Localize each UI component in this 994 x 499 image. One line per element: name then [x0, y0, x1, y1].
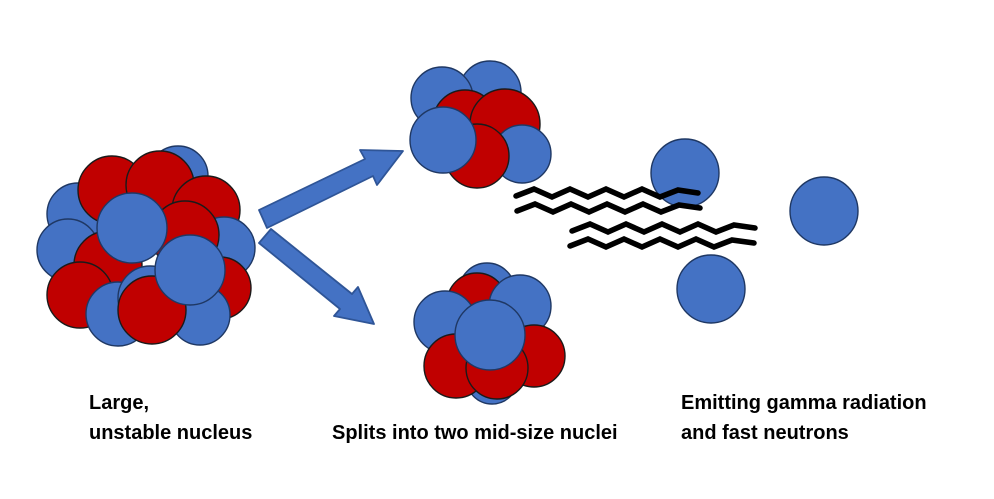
fission-arrow-up: [258, 149, 404, 229]
gamma-ray-waves: [513, 185, 758, 251]
neutron-circle: [154, 234, 226, 306]
fast-neutrons: [650, 138, 859, 324]
fission-arrow-down: [258, 228, 375, 325]
gamma-ray-wave: [514, 200, 703, 216]
label-emitting-gamma-neutrons: Emitting gamma radiation and fast neutro…: [681, 392, 927, 444]
fast-neutron-circle: [789, 176, 859, 246]
neutron-circle: [454, 299, 526, 371]
label-large-unstable-nucleus: Large, unstable nucleus: [89, 392, 253, 444]
gamma-ray-wave: [567, 235, 757, 251]
mid-size-nucleus-top: [409, 60, 552, 189]
gamma-ray-wave: [513, 185, 701, 201]
mid-size-nucleus-bottom: [413, 262, 566, 405]
large-unstable-nucleus: [36, 145, 256, 347]
fast-neutron-circle: [676, 254, 746, 324]
label-splits-into-nuclei: Splits into two mid-size nuclei: [332, 422, 618, 444]
neutron-circle: [409, 106, 477, 174]
neutron-circle: [96, 192, 168, 264]
gamma-ray-wave: [569, 220, 758, 236]
